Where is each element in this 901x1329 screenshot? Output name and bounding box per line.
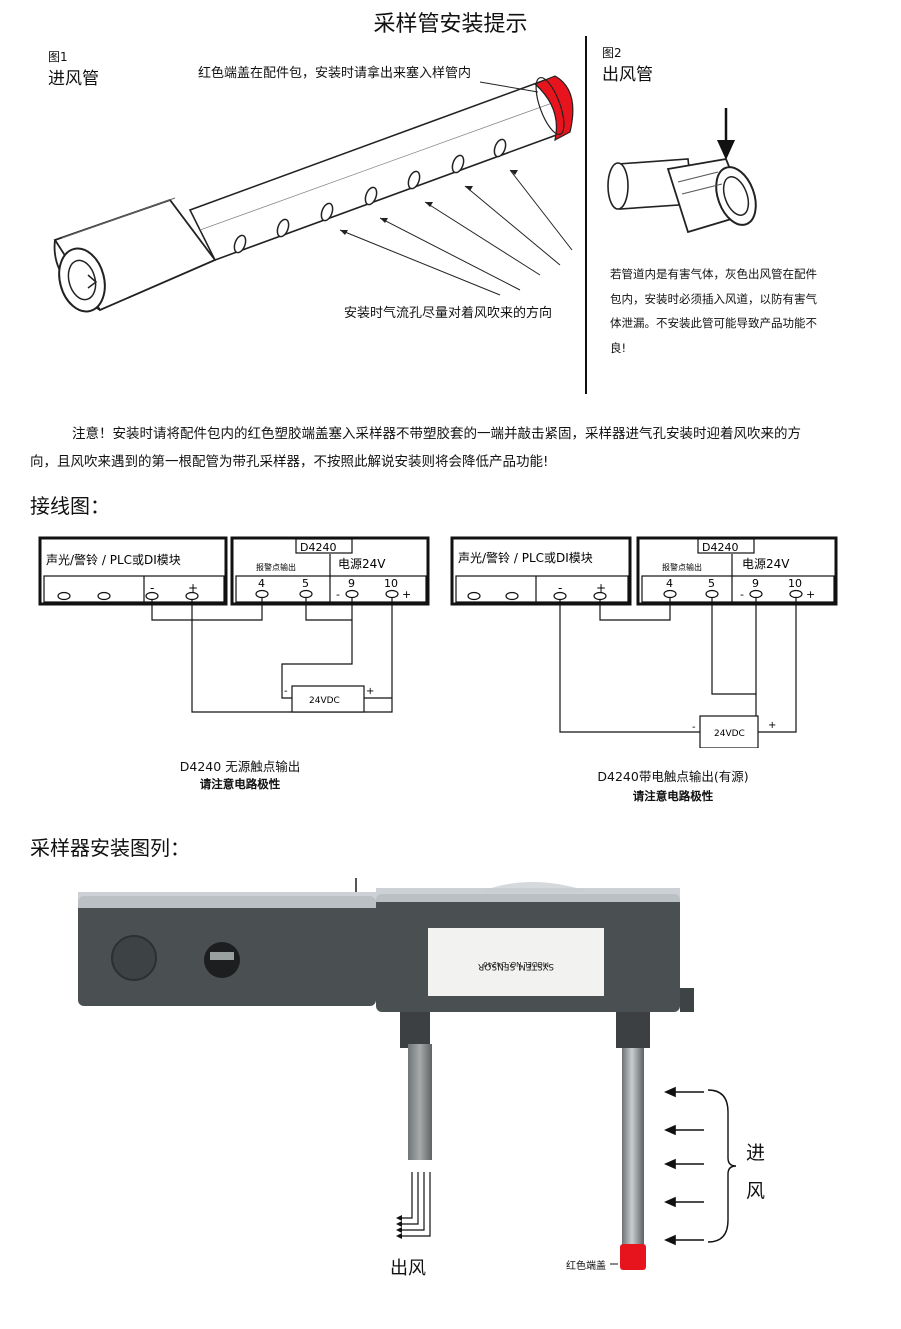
fig2-description: 若管道内是有害气体，灰色出风管在配件 包内，安装时必须插入风道，以防有害气 体泄…: [610, 262, 817, 360]
alarm-output-label: 报警点输出: [256, 562, 296, 572]
terminal-9: 9: [348, 577, 355, 590]
install-title: 采样器安装图列：: [30, 836, 190, 860]
passive-caption: D4240 无源触点输出: [179, 759, 301, 774]
label-model: MODEL NO. D4240: [483, 960, 549, 968]
plus-sign: +: [596, 581, 606, 595]
minus-sign: -: [558, 581, 562, 595]
plus-sign: +: [366, 686, 374, 697]
plus-sign: +: [188, 581, 198, 595]
fig2-number: 图2: [602, 46, 622, 60]
terminal-9: 9: [752, 577, 759, 590]
terminal-4: 4: [258, 577, 265, 590]
intake-pipe-drawing: [53, 75, 574, 313]
terminal-5: 5: [708, 577, 715, 590]
inlet-label-1: 进: [746, 1142, 766, 1164]
alarm-box-label: 声光/警铃 / PLC或DI模块: [458, 550, 593, 565]
install-note: 注意！安装时请将配件包内的红色塑胶端盖塞入采样器不带塑胶套的一端并敲击紧固，采样…: [30, 420, 870, 476]
wiring-diagram-passive: 声光/警铃 / PLC或DI模块 D4240 报警点输出 电源24V 4 5 9…: [38, 536, 430, 713]
minus-sign: -: [692, 722, 696, 733]
supply-label: 24VDC: [714, 729, 745, 739]
alarm-output-label: 报警点输出: [662, 562, 702, 572]
alarm-box-label: 声光/警铃 / PLC或DI模块: [46, 552, 181, 567]
plus-sign: +: [768, 720, 776, 731]
outlet-label: 出风: [390, 1258, 426, 1279]
inlet-pipe: [622, 1048, 644, 1248]
note-line-1: 注意！安装时请将配件包内的红色塑胶端盖塞入采样器不带塑胶套的一端并敲击紧固，采样…: [72, 426, 801, 442]
wiring-diagram-active: 声光/警铃 / PLC或DI模块 D4240 报警点输出 电源24V 4 5 9…: [450, 536, 838, 748]
minus-sign: -: [284, 686, 288, 697]
red-end-cap: [620, 1244, 646, 1270]
fig2-desc-line: 体泄漏。不安装此管可能导致产品功能不: [610, 316, 817, 330]
label-brand: SYSTEM SENSOR: [478, 961, 554, 971]
figure-divider: [585, 36, 587, 394]
minus-sign: -: [150, 581, 154, 595]
fig1-callout-top: 红色端盖在配件包，安装时请拿出来塞入样管内: [198, 66, 472, 81]
minus-sign: -: [336, 588, 340, 601]
plus-sign: +: [402, 588, 411, 601]
red-cap-label: 红色端盖: [566, 1261, 606, 1272]
fig1-number: 图1: [48, 50, 68, 64]
plus-sign: +: [806, 588, 815, 601]
terminal-10: 10: [384, 577, 398, 590]
outlet-pipe-drawing: [607, 108, 757, 234]
power-label: 电源24V: [338, 557, 386, 571]
polarity-note: 请注意电路极性: [199, 777, 281, 791]
fig2-desc-line: 包内，安装时必须插入风道，以防有害气: [610, 291, 817, 306]
outlet-pipe: [408, 1044, 432, 1160]
fig2-name: 出风管: [602, 65, 653, 85]
terminal-10: 10: [788, 577, 802, 590]
model-label: D4240: [300, 541, 336, 554]
inlet-label-2: 风: [746, 1180, 766, 1202]
wiring-title: 接线图：: [30, 494, 110, 518]
fig1-name: 进风管: [48, 69, 99, 89]
install-photo: SYSTEM SENSOR MODEL NO. D4240: [78, 878, 737, 1270]
page-title: 采样管安装提示: [373, 12, 528, 37]
terminal-4: 4: [666, 577, 673, 590]
fig2-desc-line: 良!: [610, 340, 627, 355]
minus-sign: -: [740, 588, 744, 601]
polarity-note: 请注意电路极性: [632, 789, 714, 803]
terminal-5: 5: [302, 577, 309, 590]
fig2-desc-line: 若管道内是有害气体，灰色出风管在配件: [610, 267, 817, 281]
fig1-callout-bottom: 安装时气流孔尽量对着风吹来的方向: [344, 306, 553, 321]
active-caption: D4240带电触点输出(有源): [597, 769, 749, 784]
supply-label: 24VDC: [309, 696, 340, 706]
power-label: 电源24V: [742, 557, 790, 571]
model-label: D4240: [702, 541, 738, 554]
note-line-2: 向，且风吹来遇到的第一根配管为带孔采样器，不按照此解说安装则将会降低产品功能!: [30, 454, 549, 470]
